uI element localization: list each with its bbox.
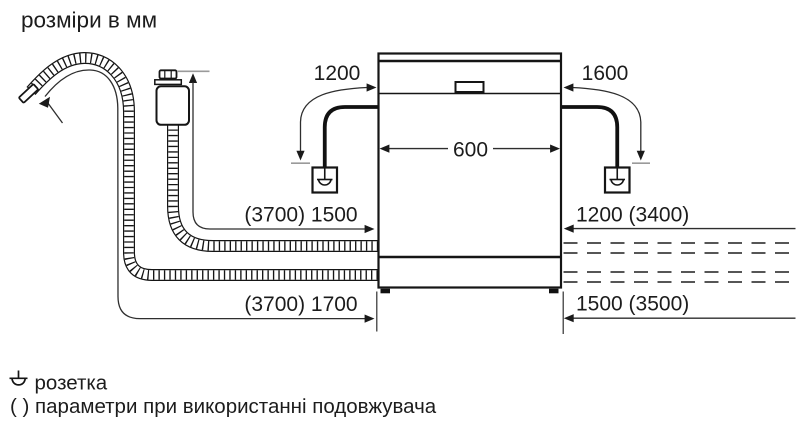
dimension-drain-hose bbox=[44, 69, 375, 323]
dimension-supply-hose bbox=[177, 70, 375, 234]
socket-right-icon bbox=[603, 166, 631, 194]
dimension-cable-left bbox=[291, 83, 377, 165]
arrow-left-icon bbox=[563, 224, 574, 233]
drain-direction-arrow-icon bbox=[38, 96, 50, 108]
label-cable-left: 1200 bbox=[314, 62, 361, 85]
arrow-down-icon bbox=[636, 150, 645, 161]
valve-body bbox=[155, 85, 190, 126]
label-cable-right: 1600 bbox=[582, 62, 629, 85]
door-handle bbox=[454, 81, 485, 93]
socket-left-icon bbox=[311, 166, 339, 194]
arrow-right-icon bbox=[364, 314, 375, 323]
foot-left bbox=[380, 288, 390, 294]
drain-hose bbox=[18, 51, 378, 281]
arrow-left-icon bbox=[563, 314, 574, 323]
drain-hose-end-cap bbox=[18, 83, 39, 104]
legend: розетка ( ) параметри при використанні п… bbox=[9, 370, 437, 418]
valve-nut bbox=[154, 79, 183, 86]
label-drain-hose: (3700) 1700 bbox=[244, 293, 357, 316]
arrow-left-icon bbox=[563, 83, 574, 92]
arrow-right-icon bbox=[366, 83, 377, 92]
legend-socket-label: розетка bbox=[35, 372, 108, 395]
arrow-left-icon bbox=[379, 144, 390, 153]
arrow-right-icon bbox=[364, 224, 375, 234]
dimension-cable-right bbox=[563, 83, 650, 165]
supply-hose bbox=[154, 69, 378, 252]
power-cable-right bbox=[561, 105, 620, 167]
aquastop-valve bbox=[154, 69, 190, 126]
arrow-down-icon bbox=[296, 150, 305, 161]
socket-legend-icon bbox=[9, 370, 28, 386]
label-right-top: 1200 (3400) bbox=[576, 204, 689, 227]
page-title: розміри в мм bbox=[21, 8, 157, 33]
label-right-bottom: 1500 (3500) bbox=[576, 293, 689, 316]
label-supply-hose: (3700) 1500 bbox=[244, 204, 357, 227]
foot-right bbox=[549, 288, 559, 294]
legend-note: ( ) параметри при використанні подовжува… bbox=[10, 395, 437, 418]
dimension-machine-width bbox=[379, 144, 560, 153]
arrow-right-icon bbox=[550, 144, 560, 153]
dimension-right-bottom bbox=[563, 314, 796, 323]
dimension-right-top bbox=[563, 224, 796, 233]
extension-hoses-dashed bbox=[563, 242, 797, 283]
arrow-up-icon bbox=[188, 73, 198, 83]
label-machine-width: 600 bbox=[453, 139, 488, 162]
power-cable-left bbox=[322, 105, 378, 167]
dishwasher-front bbox=[377, 52, 563, 294]
